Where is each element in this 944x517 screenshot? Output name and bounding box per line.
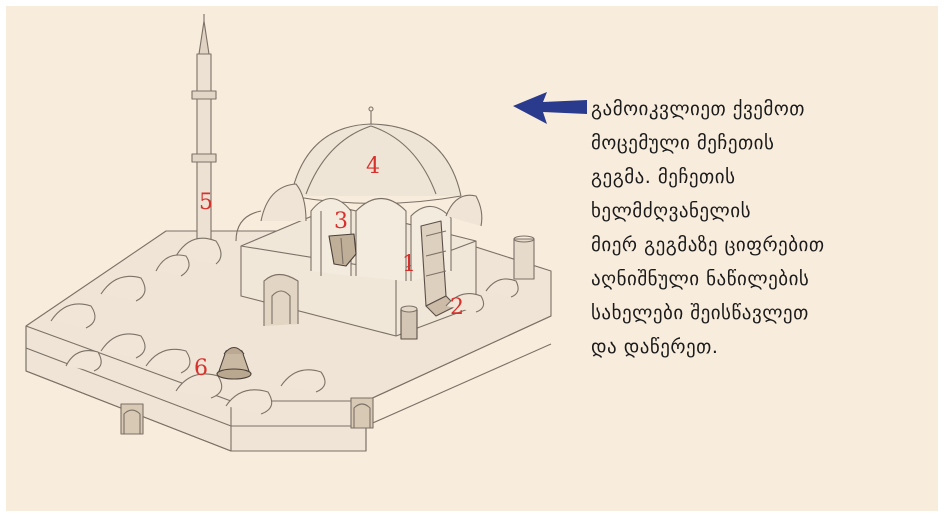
instruction-line-4: ხელმძღვანელის xyxy=(591,200,752,222)
instruction-line-2: მოცემული მეჩეთის xyxy=(591,132,775,154)
instruction-line-7: სახელები შეისწავლეთ xyxy=(591,302,809,324)
instruction-line-1: გამოიკვლიეთ ქვემოთ xyxy=(591,98,805,120)
instruction-line-6: აღნიშნული ნაწილების xyxy=(591,268,810,290)
instruction-line-3: გეგმა. მეჩეთის xyxy=(591,166,736,188)
instruction-text: გამოიკვლიეთ ქვემოთ მოცემული მეჩეთის გეგმ… xyxy=(591,92,931,364)
worksheet-panel: 1 2 3 4 5 6 გამოიკვლიეთ ქვემოთ მოცემული … xyxy=(6,6,938,511)
mosque-illustration xyxy=(25,14,552,452)
label-4: 4 xyxy=(366,154,380,179)
pointer-arrow-icon xyxy=(513,92,587,124)
instruction-line-8: და დაწერეთ. xyxy=(591,336,719,358)
label-5: 5 xyxy=(199,190,213,215)
label-3: 3 xyxy=(334,209,348,234)
label-6: 6 xyxy=(194,356,208,381)
instruction-line-5: მიერ გეგმაზე ციფრებით xyxy=(591,234,825,256)
label-2: 2 xyxy=(450,295,464,320)
label-1: 1 xyxy=(402,252,416,277)
